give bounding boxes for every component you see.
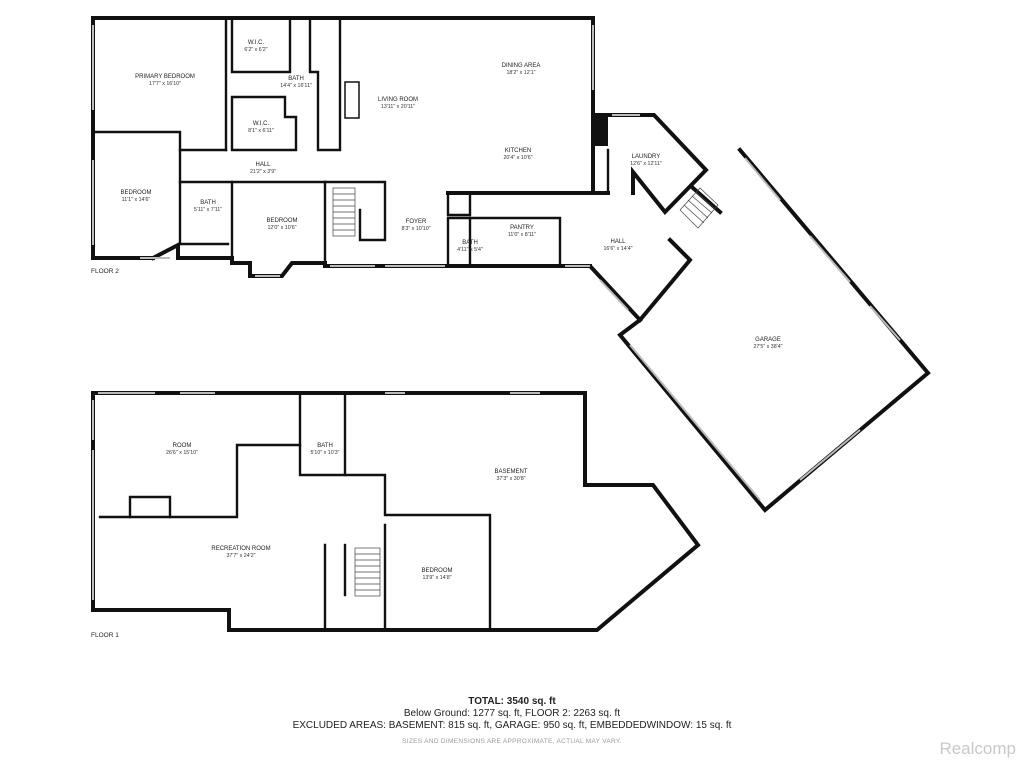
floor-1-walls [91, 391, 701, 632]
area-summary: TOTAL: 3540 sq. ft Below Ground: 1277 sq… [0, 696, 1024, 745]
room-dim-hall-upper: 21'2" x 3'9" [250, 169, 276, 175]
room-dim-living-room: 13'11" x 20'11" [381, 104, 415, 110]
room-dim-bath-small: 5'11" x 7'11" [194, 207, 222, 213]
room-dim-hall-right: 16'6" x 14'4" [603, 246, 632, 252]
room-dim-bedroom-lower: 13'9" x 14'8" [422, 575, 451, 581]
room-name-bedroom-mid: BEDROOM [266, 218, 297, 224]
room-name-room-lower: ROOM [173, 443, 192, 449]
room-dim-laundry: 12'6" x 12'11" [630, 161, 662, 167]
room-name-bath-primary: BATH [288, 76, 304, 82]
floor-2-walls [91, 16, 931, 513]
room-name-bedroom-left: BEDROOM [120, 190, 151, 196]
room-labels: PRIMARY BEDROOM 17'7" x 16'10" W.I.C. 6'… [120, 40, 782, 581]
room-name-bath-lower: BATH [317, 443, 333, 449]
area-breakdown: Below Ground: 1277 sq. ft, FLOOR 2: 2263… [403, 708, 621, 719]
room-dim-basement: 37'3" x 30'8" [496, 476, 525, 482]
room-name-laundry: LAUNDRY [632, 154, 661, 160]
room-dim-wic-2: 8'1" x 6'11" [248, 128, 274, 134]
room-name-pantry: PANTRY [510, 225, 534, 231]
room-dim-room-lower: 26'6" x 15'10" [166, 450, 198, 456]
room-dim-bath-lower: 5'10" x 10'3" [310, 450, 339, 456]
room-dim-bath-half: 4'11" x 5'4" [457, 247, 483, 253]
room-name-bath-small: BATH [200, 200, 216, 206]
room-dim-dining-area: 18'2" x 12'1" [506, 70, 535, 76]
room-dim-foyer: 8'3" x 10'10" [401, 226, 430, 232]
total-area: TOTAL: 3540 sq. ft [468, 696, 556, 707]
room-dim-wic-1: 6'2" x 6'2" [244, 47, 267, 53]
room-name-living-room: LIVING ROOM [378, 97, 418, 103]
room-name-bath-half: BATH [462, 240, 478, 246]
room-name-foyer: FOYER [406, 219, 427, 225]
room-dim-bedroom-left: 11'1" x 14'6" [122, 197, 151, 203]
room-name-primary-bedroom: PRIMARY BEDROOM [135, 74, 195, 80]
room-dim-primary-bedroom: 17'7" x 16'10" [149, 81, 181, 87]
room-name-wic-1: W.I.C. [248, 40, 265, 46]
disclaimer: SIZES AND DIMENSIONS ARE APPROXIMATE, AC… [402, 738, 622, 745]
excluded-areas: EXCLUDED AREAS: BASEMENT: 815 sq. ft, GA… [292, 720, 732, 731]
brand-watermark: Realcomp [939, 739, 1016, 758]
room-dim-garage: 27'5" x 38'4" [753, 344, 782, 350]
room-name-kitchen: KITCHEN [505, 148, 531, 154]
room-name-recreation-room: RECREATION ROOM [211, 546, 270, 552]
floor-2-windows [92, 25, 901, 501]
room-dim-kitchen: 20'4" x 10'6" [503, 155, 532, 161]
floor-2-label: FLOOR 2 [91, 268, 119, 275]
room-name-dining-area: DINING AREA [502, 63, 541, 69]
floor-1-stairs [354, 547, 381, 597]
floor-2-stairs [332, 187, 719, 237]
room-name-hall-right: HALL [610, 239, 626, 245]
floor-1-label: FLOOR 1 [91, 632, 119, 639]
room-name-garage: GARAGE [755, 337, 781, 343]
room-dim-pantry: 11'0" x 8'11" [508, 232, 536, 238]
floor-2-interior-walls [91, 16, 610, 268]
room-name-basement: BASEMENT [494, 469, 527, 475]
room-dim-bath-primary: 14'4" x 16'11" [280, 83, 312, 89]
floor-1-interior-walls [98, 391, 492, 632]
floor-1-windows [92, 392, 540, 600]
room-name-hall-upper: HALL [255, 162, 271, 168]
room-dim-bedroom-mid: 12'0" x 10'6" [267, 225, 296, 231]
room-name-bedroom-lower: BEDROOM [421, 568, 452, 574]
room-name-wic-2: W.I.C. [253, 121, 270, 127]
room-dim-recreation-room: 37'7" x 24'2" [226, 553, 255, 559]
floor-labels: FLOOR 2 FLOOR 1 [91, 268, 119, 639]
